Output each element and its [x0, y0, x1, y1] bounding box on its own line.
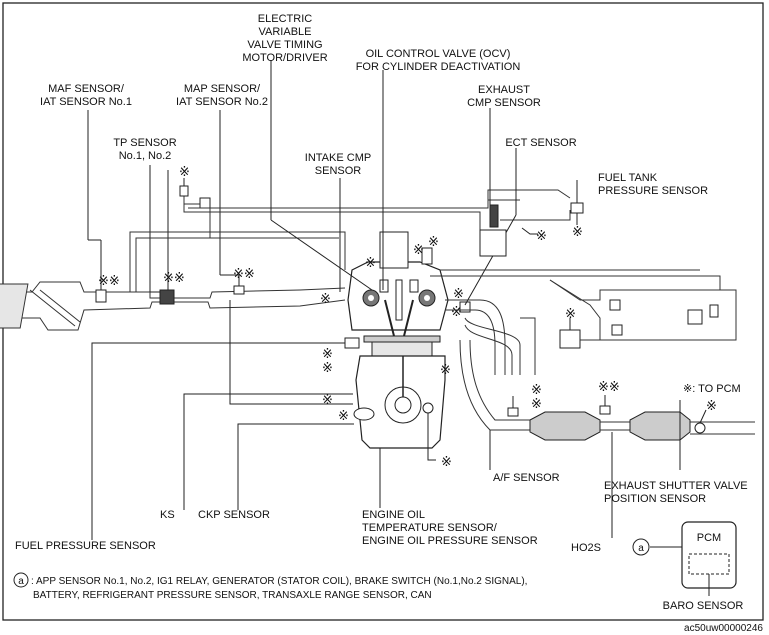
fuel-tank-asterisk: ※ [565, 307, 576, 322]
engine-asterisk-4: ※ [320, 292, 331, 307]
purge-valve-asterisk: ※ [536, 229, 547, 244]
engine-asterisk-10: ※ [338, 409, 349, 424]
label-tp-2: No.1, No.2 [119, 150, 172, 162]
engine-asterisk-6: ※ [451, 305, 462, 320]
purge-asterisk: ※ [179, 165, 190, 180]
esv-asterisk: ※ [706, 399, 717, 414]
label-intake-cmp-2: SENSOR [315, 165, 362, 177]
air-cleaner [0, 283, 29, 329]
label-eot-2: TEMPERATURE SENSOR/ [362, 522, 498, 534]
exhaust-cmp-box [479, 229, 507, 257]
label-ho2s: HO2S [571, 542, 601, 554]
label-exhaust-cmp-2: CMP SENSOR [467, 97, 541, 109]
eot-wire [427, 413, 436, 461]
air-intake-duct [0, 281, 346, 331]
circle-a-pcm-letter: a [638, 543, 644, 554]
circle-a-footnote-letter: a [18, 576, 24, 587]
ckp-wire [237, 423, 354, 510]
maf-sensor [87, 110, 107, 303]
ho2s-sensor [599, 395, 613, 538]
af-asterisk-2: ※ [531, 397, 542, 412]
af-sensor [489, 396, 519, 470]
footnote-line-1: : APP SENSOR No.1, No.2, IG1 RELAY, GENE… [31, 576, 527, 587]
label-ocv-1: OIL CONTROL VALVE (OCV) [366, 48, 511, 60]
label-maf-1: MAF SENSOR/ [48, 83, 125, 95]
label-ckp: CKP SENSOR [198, 509, 270, 521]
catalyst-2 [629, 411, 691, 441]
image-code: ac50uw00000246 [684, 623, 763, 634]
map-asterisks: ※※ [233, 267, 255, 282]
purge-lines [129, 178, 571, 292]
maf-asterisks: ※※ [98, 274, 120, 289]
purge-valve-wire [521, 227, 538, 235]
label-eot-1: ENGINE OIL [362, 509, 425, 521]
label-evvt-3: VALVE TIMING [247, 39, 322, 51]
label-intake-cmp-1: INTAKE CMP [305, 152, 371, 164]
engine-asterisk-8: ※ [322, 361, 333, 376]
engine-asterisk-2: ※ [413, 243, 424, 258]
engine-asterisk-1: ※ [365, 256, 376, 271]
footnote-line-2: BATTERY, REFRIGERANT PRESSURE SENSOR, TR… [33, 590, 432, 601]
label-evvt-4: MOTOR/DRIVER [242, 52, 327, 64]
fuel-pressure-sensor [91, 337, 360, 540]
label-fts-2: PRESSURE SENSOR [598, 185, 708, 197]
label-ks: KS [160, 509, 175, 521]
exhaust-manifold [445, 299, 536, 431]
fuel-tank-pressure-sensor [570, 202, 584, 225]
engine-asterisk-11: ※ [440, 363, 451, 378]
label-exhaust-cmp-1: EXHAUST [478, 84, 530, 96]
fts-asterisk: ※ [572, 225, 583, 240]
label-map-1: MAP SENSOR/ [184, 83, 261, 95]
label-ocv-2: FOR CYLINDER DEACTIVATION [356, 61, 521, 73]
label-tp-1: TP SENSOR [113, 137, 176, 149]
leader-lines [270, 60, 578, 306]
ho2s-asterisks: ※※ [598, 380, 620, 395]
label-evvt-1: ELECTRIC [258, 13, 312, 25]
label-evvt-2: VARIABLE [259, 26, 312, 38]
label-fts-1: FUEL TANK [598, 172, 658, 184]
label-fps: FUEL PRESSURE SENSOR [15, 540, 156, 552]
fuel-tank [430, 269, 737, 349]
exhaust-shutter-valve [679, 400, 707, 470]
label-to-pcm: ※: TO PCM [683, 383, 741, 395]
engine-asterisk-7: ※ [322, 347, 333, 362]
label-af: A/F SENSOR [493, 472, 560, 484]
label-pcm: PCM [697, 532, 721, 544]
label-esv-1: EXHAUST SHUTTER VALVE [604, 480, 748, 492]
engine-asterisk-5: ※ [453, 287, 464, 302]
label-map-2: IAT SENSOR No.2 [176, 96, 268, 108]
map-sensor [219, 110, 245, 295]
ect-sensor-box [489, 204, 499, 228]
engine-asterisk-3: ※ [428, 235, 439, 250]
af-asterisk-1: ※ [531, 383, 542, 398]
pcm-module [650, 521, 737, 596]
label-esv-2: POSITION SENSOR [604, 493, 706, 505]
engine [347, 231, 471, 449]
circle-a-pcm [632, 538, 650, 556]
throttle-body [149, 165, 175, 305]
label-ect: ECT SENSOR [505, 137, 576, 149]
catalyst-1 [529, 411, 601, 441]
ks-wire [183, 393, 353, 510]
tp-asterisks: ※※ [163, 271, 185, 286]
label-baro: BARO SENSOR [663, 600, 744, 612]
circle-a-footnote [13, 572, 29, 588]
engine-asterisk-9: ※ [322, 393, 333, 408]
label-eot-3: ENGINE OIL PRESSURE SENSOR [362, 535, 538, 547]
map-return-wire [229, 300, 353, 405]
label-maf-2: IAT SENSOR No.1 [40, 96, 132, 108]
engine-asterisk-12: ※ [441, 455, 452, 470]
